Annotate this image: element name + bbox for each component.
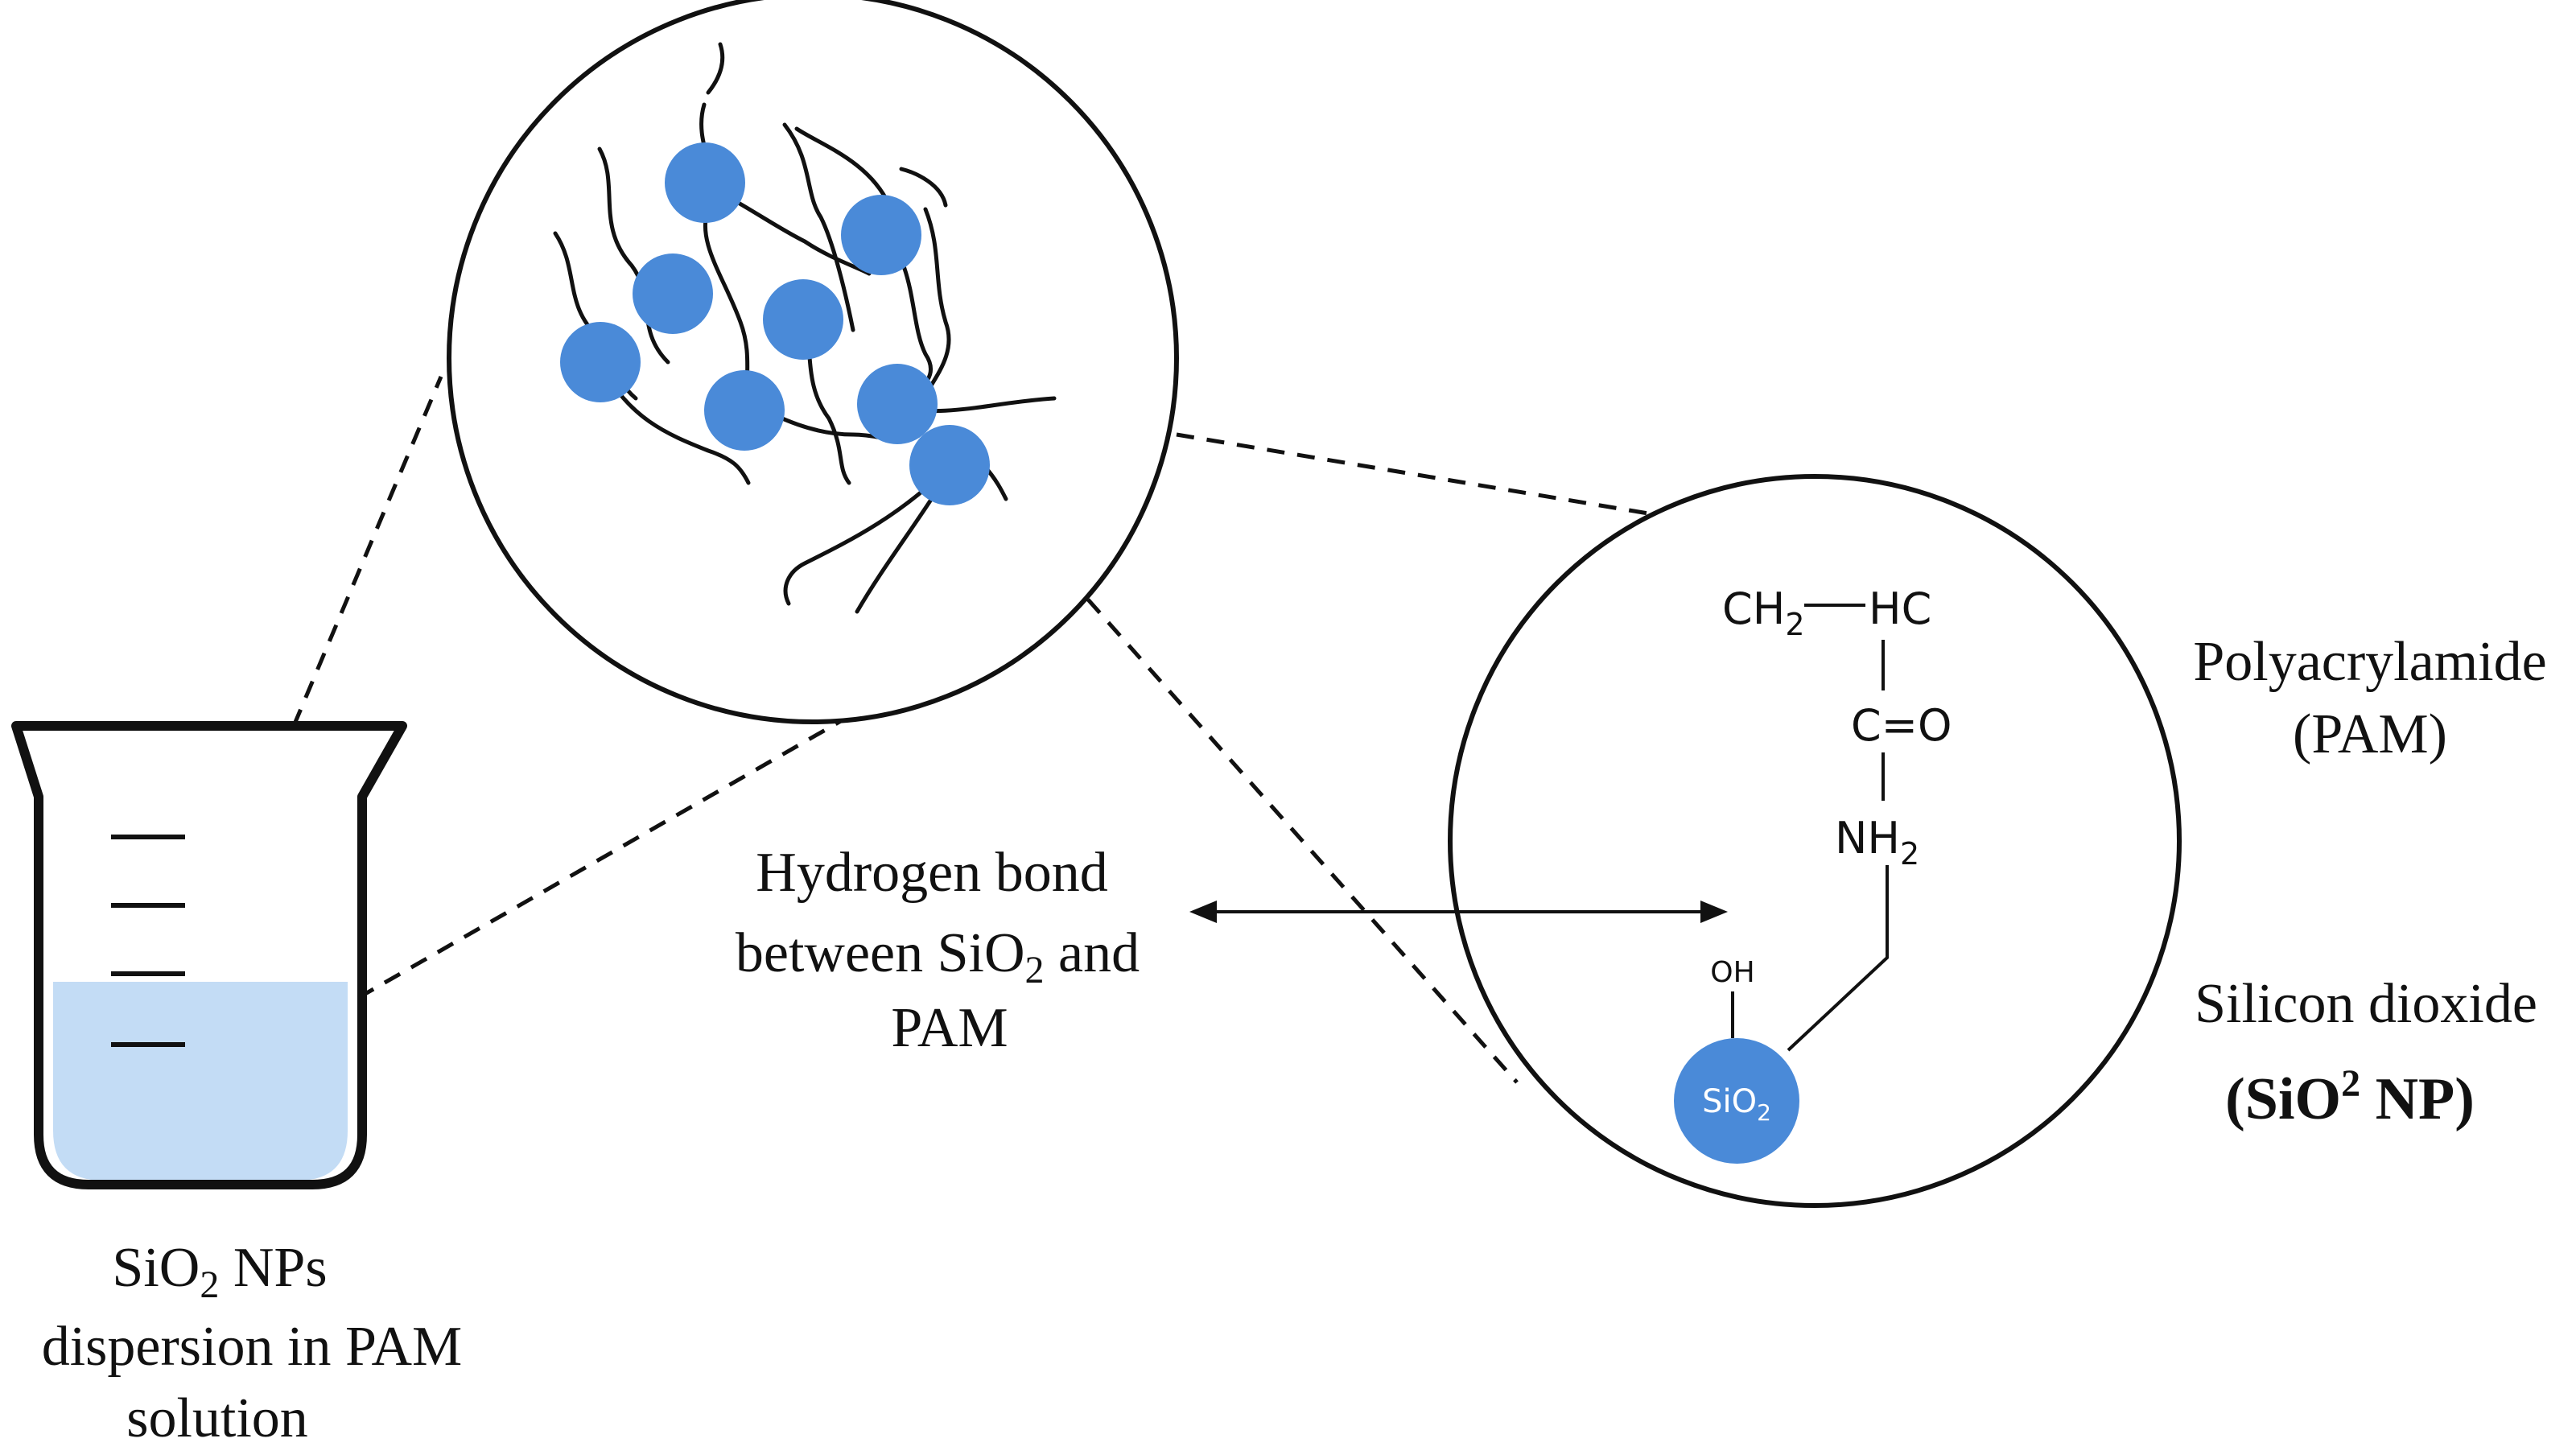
beaker-caption-line-3: solution bbox=[126, 1387, 308, 1449]
pam-label: Polyacrylamide (PAM) bbox=[2193, 631, 2546, 765]
hydrogen-bond-arrow bbox=[1189, 901, 1728, 923]
nanoparticle bbox=[704, 370, 785, 451]
nanoparticle bbox=[763, 279, 843, 360]
nanoparticle bbox=[633, 253, 713, 334]
zoom-circle-chemical-structure: CH2 HC C=O NH2 OH SiO2 bbox=[1448, 474, 2182, 1208]
pam-label-line-2: (PAM) bbox=[2293, 703, 2447, 765]
hydroxyl-group: OH bbox=[1710, 956, 1754, 989]
nanoparticle bbox=[665, 142, 745, 223]
silicon-dioxide-label-line-2: (SiO2 NP) bbox=[2225, 1062, 2475, 1132]
nanoparticle bbox=[857, 364, 938, 444]
silica-nanoparticle-large bbox=[1674, 1038, 1799, 1164]
hydrogen-bond-label-line-3: PAM bbox=[891, 997, 1008, 1059]
beaker-caption-line-2: dispersion in PAM bbox=[42, 1316, 463, 1378]
beaker-outline bbox=[11, 721, 407, 1189]
zoom-circle-polymer-network bbox=[447, 0, 1179, 724]
beaker bbox=[11, 721, 407, 1189]
silicon-dioxide-label-line-1: Silicon dioxide bbox=[2195, 973, 2537, 1035]
beaker-liquid bbox=[53, 982, 348, 1181]
beaker-graduation-marks bbox=[111, 835, 185, 1047]
beaker-caption: SiO2 NPs dispersion in PAM solution bbox=[42, 1237, 463, 1449]
amine-group: NH2 bbox=[1835, 813, 1919, 872]
ch2-group: CH2 bbox=[1722, 583, 1805, 642]
silica-nanoparticles bbox=[560, 142, 990, 505]
nanoparticle bbox=[909, 425, 990, 505]
hc-group: HC bbox=[1869, 583, 1931, 634]
bond-amine-silica bbox=[1787, 865, 1889, 1052]
hydrogen-bond-label: Hydrogen bond between SiO2 and PAM bbox=[736, 842, 1140, 1059]
silicon-dioxide-label: Silicon dioxide (SiO2 NP) bbox=[2195, 973, 2537, 1132]
beaker-caption-line-1: SiO2 NPs bbox=[112, 1237, 327, 1306]
zoom-connector-lines bbox=[291, 376, 1683, 1084]
carbonyl-group: C=O bbox=[1851, 700, 1952, 751]
silica-nanoparticle-label: SiO2 bbox=[1702, 1083, 1771, 1126]
pam-label-line-1: Polyacrylamide bbox=[2193, 631, 2546, 693]
nanoparticle bbox=[560, 322, 641, 402]
hydrogen-bond-label-line-1: Hydrogen bond bbox=[756, 842, 1107, 904]
nanoparticle bbox=[841, 195, 921, 275]
hydrogen-bond-label-line-2: between SiO2 and bbox=[736, 922, 1140, 991]
